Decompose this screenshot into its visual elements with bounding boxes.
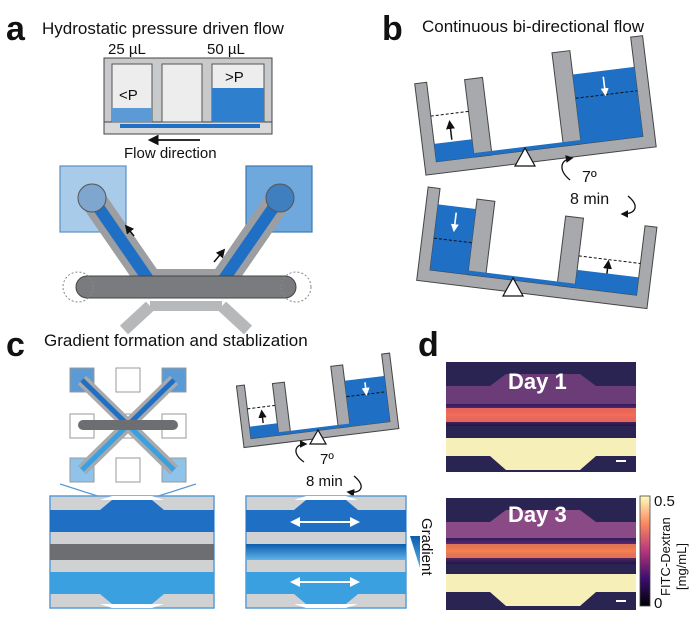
- tilt-angle-label-c: 7º: [320, 451, 334, 468]
- right-volume-label: 50 µL: [207, 41, 245, 58]
- reservoir-device: [103, 57, 273, 135]
- tilted-device-bottom: [416, 186, 658, 310]
- colorbar-label-line2: [mg/mL]: [674, 543, 689, 590]
- tilt-period-label-b: 8 min: [570, 191, 609, 208]
- pivot-triangle-bottom: [501, 276, 525, 297]
- pivot-triangle-c: [308, 428, 328, 445]
- gradient-wedge: [410, 536, 420, 568]
- zoom-view-after: [245, 495, 407, 609]
- fluorescence-image-day1: [446, 362, 636, 472]
- panel-c-title: Gradient formation and stablization: [44, 331, 308, 350]
- panel-d: d Day 1 Day 3 0.5 0 FITC-Dextran [mg/mL]: [418, 326, 689, 612]
- panel-b-title: Continuous bi-directional flow: [422, 17, 645, 36]
- panel-b: b Continuous bi-directional flow 7º 8 mi…: [382, 10, 658, 310]
- high-pressure-label: >P: [225, 69, 244, 86]
- chip-array: [69, 367, 187, 483]
- panel-label-a: a: [6, 10, 26, 48]
- tilted-device-c: [235, 352, 400, 449]
- zoom-view-before: [49, 495, 215, 609]
- gradient-label: Gradient: [418, 518, 435, 576]
- tilt-period-label-c: 8 min: [306, 473, 343, 490]
- low-pressure-label: <P: [119, 87, 138, 104]
- chip-diagram: [59, 165, 313, 335]
- panel-a-title: Hydrostatic pressure driven flow: [42, 19, 285, 38]
- tilted-device-top: [414, 35, 657, 176]
- day3-label: Day 3: [508, 502, 567, 527]
- colorbar-max-label: 0.5: [654, 493, 675, 510]
- panel-label-c: c: [6, 326, 25, 364]
- panel-label-d: d: [418, 326, 439, 364]
- low-fluid-level: [112, 108, 152, 122]
- left-volume-label: 25 µL: [108, 41, 146, 58]
- panel-label-b: b: [382, 10, 403, 48]
- tilt-angle-label-b: 7º: [582, 169, 597, 186]
- panel-c: c Gradient formation and stablization: [6, 326, 435, 609]
- panel-a: a Hydrostatic pressure driven flow 25 µL…: [6, 10, 313, 335]
- day1-label: Day 1: [508, 369, 567, 394]
- flow-direction-label: Flow direction: [124, 145, 217, 162]
- colorbar-label-line1: FITC-Dextran: [658, 517, 673, 596]
- fluorescence-image-day3: [446, 498, 636, 610]
- colorbar-min-label: 0: [654, 595, 662, 612]
- high-fluid-level: [212, 88, 264, 122]
- colorbar: [639, 495, 651, 607]
- pivot-triangle-top: [513, 146, 537, 167]
